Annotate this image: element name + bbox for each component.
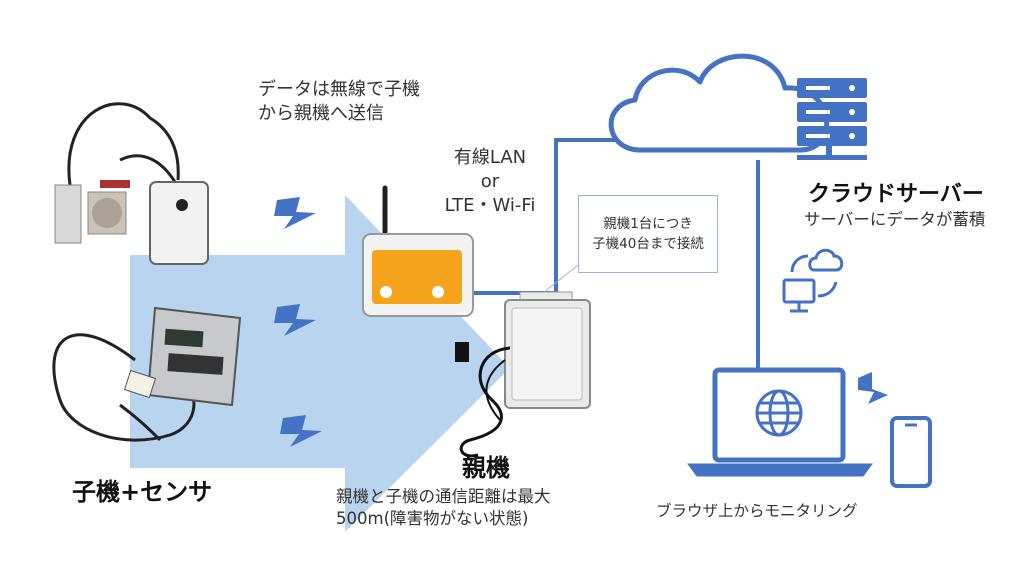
wireless-note: データは無線で子機 から親機へ送信	[258, 79, 420, 124]
connection-callout: 親機1台につき 子機40台まで接続	[578, 195, 718, 273]
globe-icon	[755, 389, 803, 437]
distance-note: 親機と子機の通信距離は最大 500m(障害物がない状態)	[336, 487, 551, 528]
laptop-icon	[687, 367, 873, 477]
connection-label-2: or	[480, 171, 500, 192]
child-device-title: 子機+センサ	[72, 478, 213, 506]
gateway-enclosure	[455, 291, 591, 458]
smartphone-icon	[890, 416, 932, 488]
network-lines	[470, 138, 760, 372]
parent-device-title: 親機	[462, 454, 510, 482]
connection-label-3: LTE・Wi-Fi	[444, 195, 536, 216]
connection-label-1: 有線LAN	[453, 147, 527, 168]
cloud-icon	[608, 53, 830, 153]
server-icon	[797, 78, 867, 160]
parent-device	[362, 185, 474, 317]
child-device-bottom	[52, 306, 242, 442]
sync-icon	[782, 248, 844, 313]
child-device-top	[54, 102, 209, 265]
cloud-server-subtitle: サーバーにデータが蓄積	[804, 210, 986, 229]
lightning-icons	[274, 197, 888, 447]
browser-monitoring-note: ブラウザ上からモニタリング	[656, 502, 858, 520]
cloud-server-title: クラウドサーバー	[808, 182, 984, 207]
